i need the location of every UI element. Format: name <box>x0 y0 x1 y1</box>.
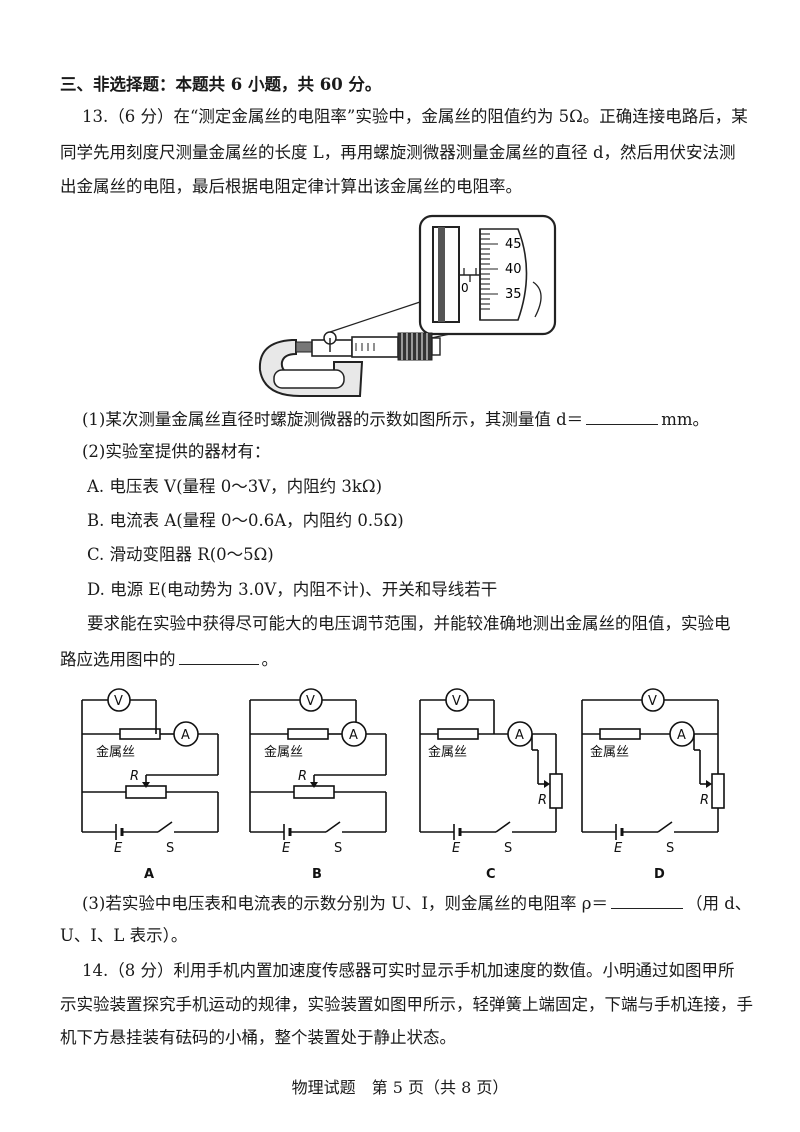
scale-label-45: 45 <box>505 237 522 252</box>
q14-line3: 机下方悬挂装有砝码的小桶，整个装置处于静止状态。 <box>60 1028 456 1047</box>
q13-part3-hint: （用 d、 <box>686 894 752 913</box>
circuit-a-switch-label: S <box>166 841 174 856</box>
answer-blank-circuit[interactable] <box>178 648 259 665</box>
circuit-b[interactable] <box>249 699 387 840</box>
circuit-a-wire-label: 金属丝 <box>96 744 135 760</box>
q13-option-a: A. 电压表 V(量程 0～3V，内阻约 3kΩ) <box>87 477 383 496</box>
circuit-b-rheostat-label: R <box>298 769 307 784</box>
circuit-d-source-label: E <box>614 841 623 856</box>
q13-option-d: D. 电源 E(电动势为 3.0V，内阻不计)、开关和导线若干 <box>87 580 498 599</box>
circuit-d-ammeter-label: A <box>677 728 686 743</box>
main-scale-zero: 0 <box>461 281 469 295</box>
circuit-d-wire-label: 金属丝 <box>590 744 629 760</box>
q13-intro-line3: 出金属丝的电阻，最后根据电阻定律计算出该金属丝的电阻率。 <box>60 177 522 196</box>
q14-line2: 示实验装置探究手机运动的规律，实验装置如图甲所示，轻弹簧上端固定，下端与手机连接… <box>60 995 753 1014</box>
q13-part3-text: (3)若实验中电压表和电流表的示数分别为 U、I，则金属丝的电阻率 ρ＝ <box>82 894 608 913</box>
scale-label-40: 40 <box>505 262 522 277</box>
micrometer-figure: 0 45 40 35 <box>250 212 560 406</box>
q13-requirement-line1: 要求能在实验中获得尽可能大的电压调节范围，并能较准确地测出金属丝的阻值，实验电 <box>87 614 731 633</box>
circuit-c[interactable] <box>419 699 563 840</box>
circuit-a-source-label: E <box>114 841 123 856</box>
q13-part1-unit: mm。 <box>661 410 709 429</box>
circuit-a-ammeter-label: A <box>181 728 190 743</box>
q13-part3-line1: (3)若实验中电压表和电流表的示数分别为 U、I，则金属丝的电阻率 ρ＝ （用 d… <box>82 892 751 914</box>
circuit-d-voltmeter-label: V <box>648 694 657 709</box>
q13-part3-line2: U、I、L 表示）。 <box>60 926 188 945</box>
page-footer: 物理试题 第 5 页（共 8 页） <box>291 1078 509 1097</box>
q13-intro-line2: 同学先用刻度尺测量金属丝的长度 L，再用螺旋测微器测量金属丝的直径 d，然后用伏… <box>60 143 736 162</box>
answer-blank-d[interactable] <box>586 408 659 425</box>
circuit-b-voltmeter-label: V <box>306 694 315 709</box>
q13-option-b: B. 电流表 A(量程 0～0.6A，内阻约 0.5Ω) <box>87 511 404 530</box>
section-heading: 三、非选择题：本题共 6 小题，共 60 分。 <box>60 75 382 94</box>
circuit-a-label: A <box>144 867 154 882</box>
q13-requirement-text: 路应选用图中的 <box>60 650 176 669</box>
circuit-b-source-label: E <box>282 841 291 856</box>
circuit-c-wire-label: 金属丝 <box>428 744 467 760</box>
scale-label-35: 35 <box>505 287 522 302</box>
circuit-b-wire-label: 金属丝 <box>264 744 303 760</box>
circuit-c-label: C <box>486 867 496 882</box>
q13-requirement-line2: 路应选用图中的 。 <box>60 648 278 670</box>
q13-part2-title: (2)实验室提供的器材有： <box>82 442 271 461</box>
q13-part1: (1)某次测量金属丝直径时螺旋测微器的示数如图所示，其测量值 d＝ mm。 <box>82 408 709 430</box>
circuit-b-label: B <box>312 867 322 882</box>
circuit-d-label: D <box>654 867 665 882</box>
circuit-a[interactable] <box>81 699 219 840</box>
circuit-c-ammeter-label: A <box>515 728 524 743</box>
q13-requirement-end: 。 <box>261 650 279 669</box>
q13-intro-line1: 13.（6 分）在“测定金属丝的电阻率”实验中，金属丝的阻值约为 5Ω。正确连接… <box>82 107 748 126</box>
q13-option-c: C. 滑动变阻器 R(0～5Ω) <box>87 545 274 564</box>
circuit-a-rheostat-label: R <box>130 769 139 784</box>
circuit-diagrams: V A 金属丝 R E S A <box>70 680 750 894</box>
circuit-c-switch-label: S <box>504 841 512 856</box>
circuit-c-voltmeter-label: V <box>452 694 461 709</box>
circuit-d[interactable] <box>581 699 725 840</box>
circuit-c-rheostat-label: R <box>538 793 547 808</box>
circuit-a-voltmeter-label: V <box>114 694 123 709</box>
circuit-b-ammeter-label: A <box>349 728 358 743</box>
circuit-b-switch-label: S <box>334 841 342 856</box>
circuit-d-rheostat-label: R <box>700 793 709 808</box>
circuit-c-source-label: E <box>452 841 461 856</box>
answer-blank-resistivity[interactable] <box>611 892 683 909</box>
q13-part1-text: (1)某次测量金属丝直径时螺旋测微器的示数如图所示，其测量值 d＝ <box>82 410 584 429</box>
circuit-d-switch-label: S <box>666 841 674 856</box>
q14-line1: 14.（8 分）利用手机内置加速度传感器可实时显示手机加速度的数值。小明通过如图… <box>82 961 735 980</box>
